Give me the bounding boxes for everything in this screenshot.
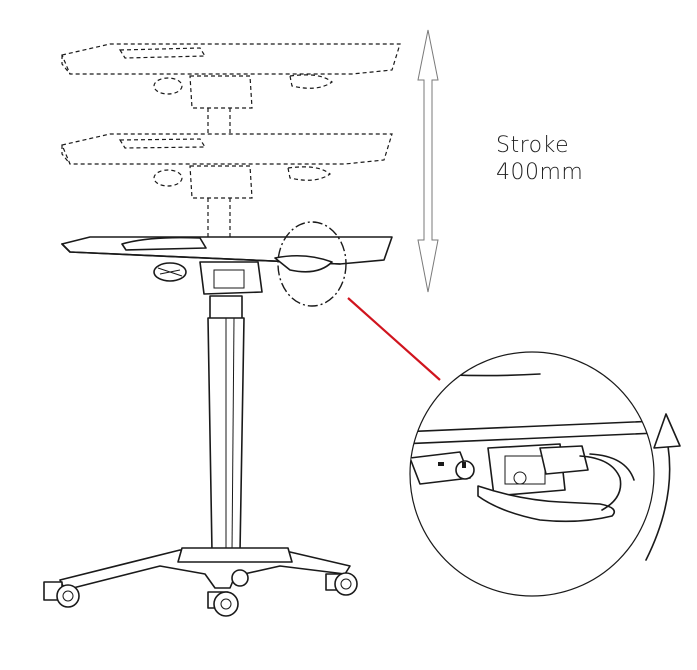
caster-front-left [43, 581, 80, 608]
magnified-release-lever-detail [409, 351, 655, 597]
caster-back-center [231, 569, 249, 587]
caster-front-center [207, 591, 239, 617]
desk-lowest-position [43, 236, 393, 617]
stroke-double-arrow [417, 29, 439, 293]
caster-right [325, 572, 358, 596]
desk-top-position-ghost [61, 43, 401, 150]
rotation-direction-arrow [645, 413, 681, 561]
detail-callout-circle [277, 221, 347, 307]
desk-middle-position-ghost [61, 133, 393, 240]
stroke-label-line2: 400mm [496, 160, 584, 185]
leader-line [347, 297, 441, 381]
stroke-label-line1: Stroke [496, 133, 570, 158]
stroke-annotation: Stroke 400mm [496, 132, 583, 186]
